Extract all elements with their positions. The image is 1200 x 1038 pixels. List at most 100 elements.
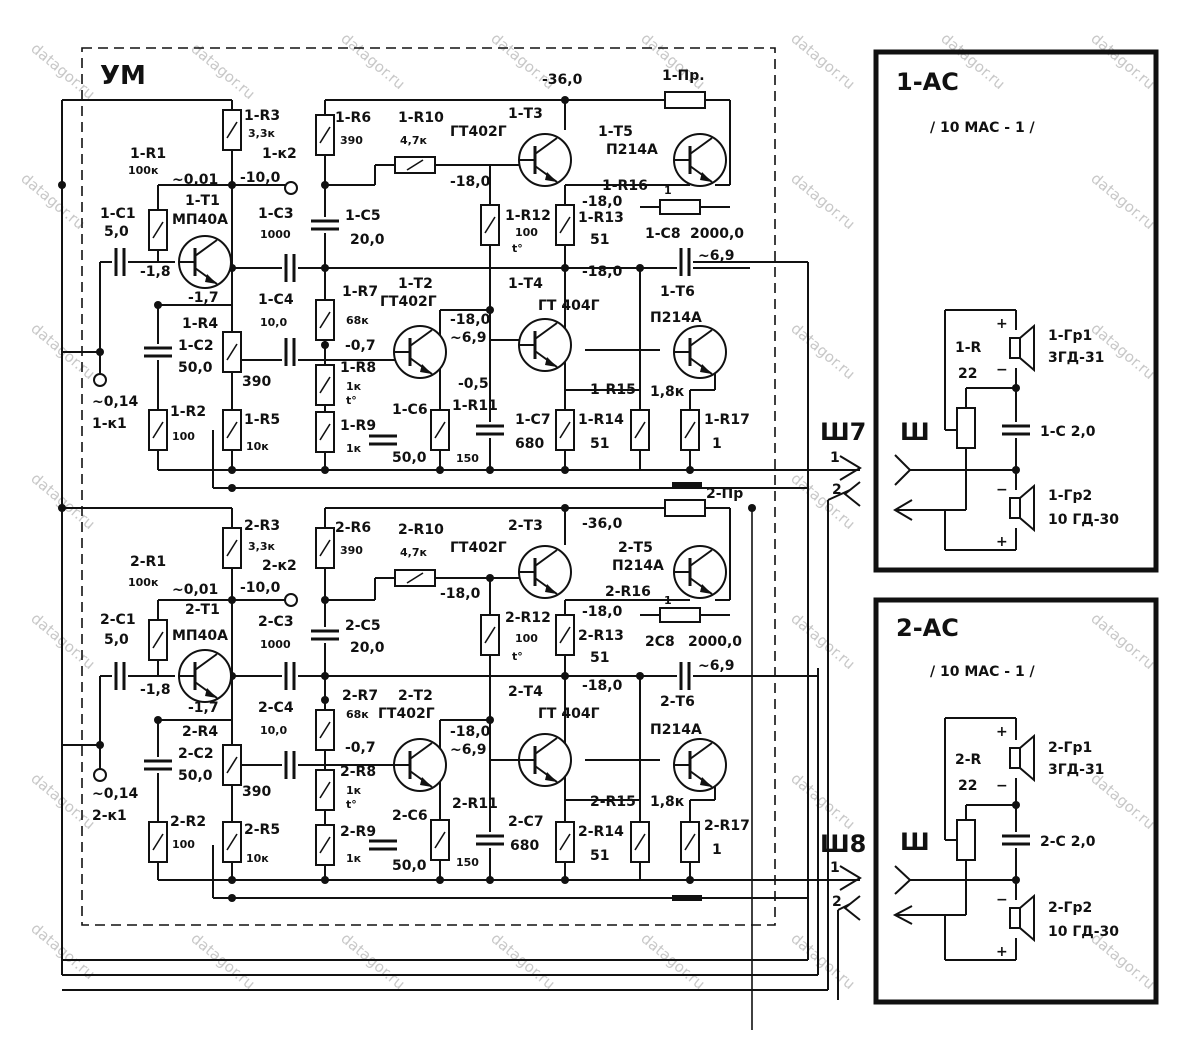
watermark: datagor.ru xyxy=(637,929,708,993)
capacitor-c8 xyxy=(675,246,695,278)
resistor-r12 xyxy=(480,614,500,656)
resistor-r8 xyxy=(315,364,335,406)
minus-sign: + xyxy=(996,944,1008,960)
voltage-10: -10,0 xyxy=(240,580,281,596)
label-k2: 2-к2 xyxy=(262,558,297,574)
label-r6: 2-R6 xyxy=(335,520,371,536)
resistor-r16 xyxy=(659,607,701,623)
speaker-title: 2-АС xyxy=(896,614,959,642)
label-r3: 2-R3 xyxy=(244,518,280,534)
resistor-r5 xyxy=(222,409,242,451)
value-r13: 51 xyxy=(590,232,609,248)
woofer-type: 10 ГД-30 xyxy=(1048,924,1119,940)
label-r6: 1-R6 xyxy=(335,110,371,126)
speaker-icon xyxy=(1009,485,1035,531)
value-c7: 680 xyxy=(515,436,544,452)
value-r2: 100 xyxy=(172,838,195,851)
label-c4: 1-С4 xyxy=(258,292,294,308)
watermark: datagor.ru xyxy=(1087,609,1158,673)
transistor-t5 xyxy=(672,132,728,188)
voltage-m180d: -18,0 xyxy=(582,678,623,694)
value-r17: 1 xyxy=(712,436,722,452)
capacitor-c1 xyxy=(110,246,130,278)
value-c6: 50,0 xyxy=(392,450,427,466)
value-r15: 1,8к xyxy=(650,384,685,400)
value-c4: 10,0 xyxy=(260,724,287,737)
watermark: datagor.ru xyxy=(787,769,858,833)
label-c7: 1-С7 xyxy=(515,412,551,428)
watermark: datagor.ru xyxy=(27,39,98,103)
number-r16: 1 xyxy=(664,184,672,197)
label-t3: 1-Т3 xyxy=(508,106,543,122)
watermark: datagor.ru xyxy=(1087,169,1158,233)
type-t1: МП40А xyxy=(172,212,228,228)
voltage-m180b: -18,0 xyxy=(450,724,491,740)
speaker-box-2: 2-АС / 10 МАС - 1 / Ш 2-R 22 + − 2-Гр1 3… xyxy=(873,597,1159,1005)
resistor-r xyxy=(956,819,976,861)
type-t4: ГТ 404Г xyxy=(538,706,600,722)
watermark: datagor.ru xyxy=(787,319,858,383)
label-t1: 2-Т1 xyxy=(185,602,220,618)
resistor-value: 22 xyxy=(958,778,977,794)
plug-label: Ш xyxy=(900,828,930,856)
plus-sign: − xyxy=(996,892,1008,908)
value-r8: 1к xyxy=(346,380,362,393)
transistor-t3 xyxy=(517,132,573,188)
type-t5: П214А xyxy=(606,142,658,158)
test-point-k2 xyxy=(284,181,298,195)
resistor-r3 xyxy=(222,109,242,151)
capacitor-c4 xyxy=(280,336,300,368)
plug-label: Ш xyxy=(900,418,930,446)
ground-symbol xyxy=(672,482,702,488)
value-r3: 3,3к xyxy=(248,540,275,553)
label-t2: 2-Т2 xyxy=(398,688,433,704)
label-c2: 1-С2 xyxy=(178,338,214,354)
label-r1: 1-R1 xyxy=(130,146,166,162)
label-r10: 1-R10 xyxy=(398,110,444,126)
voltage-36: -36,0 xyxy=(542,72,583,88)
label-fuse: 1-Пр. xyxy=(662,68,705,84)
connector-pin1: 1 xyxy=(830,450,840,466)
label-c1: 2-С1 xyxy=(100,612,136,628)
voltage-69b: ~6,9 xyxy=(698,248,735,264)
value-r14: 51 xyxy=(590,436,609,452)
voltage-m17: -1,7 xyxy=(188,290,219,306)
value-r11: 150 xyxy=(456,856,479,869)
resistor-r1 xyxy=(148,619,168,661)
label-r8: 1-R8 xyxy=(340,360,376,376)
label-r3: 1-R3 xyxy=(244,108,280,124)
minus-sign: − xyxy=(996,362,1008,378)
value-c2: 50,0 xyxy=(178,360,213,376)
value-c8: 2000,0 xyxy=(690,226,744,242)
label-r15: 2-R15 xyxy=(590,794,636,810)
voltage-69: ~6,9 xyxy=(450,330,487,346)
transistor-t6 xyxy=(672,324,728,380)
label-r13: 1-R13 xyxy=(578,210,624,226)
voltage-10: -10,0 xyxy=(240,170,281,186)
plus-sign: − xyxy=(996,482,1008,498)
label-t2: 1-Т2 xyxy=(398,276,433,292)
resistor-r6 xyxy=(315,527,335,569)
label-k2: 1-к2 xyxy=(262,146,297,162)
watermark: datagor.ru xyxy=(337,929,408,993)
value-c6: 50,0 xyxy=(392,858,427,874)
test-point-k2 xyxy=(284,593,298,607)
label-c5: 1-С5 xyxy=(345,208,381,224)
label-c1: 1-С1 xyxy=(100,206,136,222)
label-r2: 2-R2 xyxy=(170,814,206,830)
value-r2: 100 xyxy=(172,430,195,443)
tweeter-type: 3ГД-31 xyxy=(1048,762,1104,778)
value-c8: 2000,0 xyxy=(688,634,742,650)
resistor-r11 xyxy=(430,409,450,451)
type-t4: ГТ 404Г xyxy=(538,298,600,314)
watermark: datagor.ru xyxy=(1087,29,1158,93)
label-c3: 2-С3 xyxy=(258,614,294,630)
value-c4: 10,0 xyxy=(260,316,287,329)
label-t3: 2-Т3 xyxy=(508,518,543,534)
resistor-r9 xyxy=(315,411,335,453)
label-c2: 2-С2 xyxy=(178,746,214,762)
capacitor-c3 xyxy=(280,252,300,284)
number-r16: 1 xyxy=(664,594,672,607)
watermark: datagor.ru xyxy=(787,469,858,533)
